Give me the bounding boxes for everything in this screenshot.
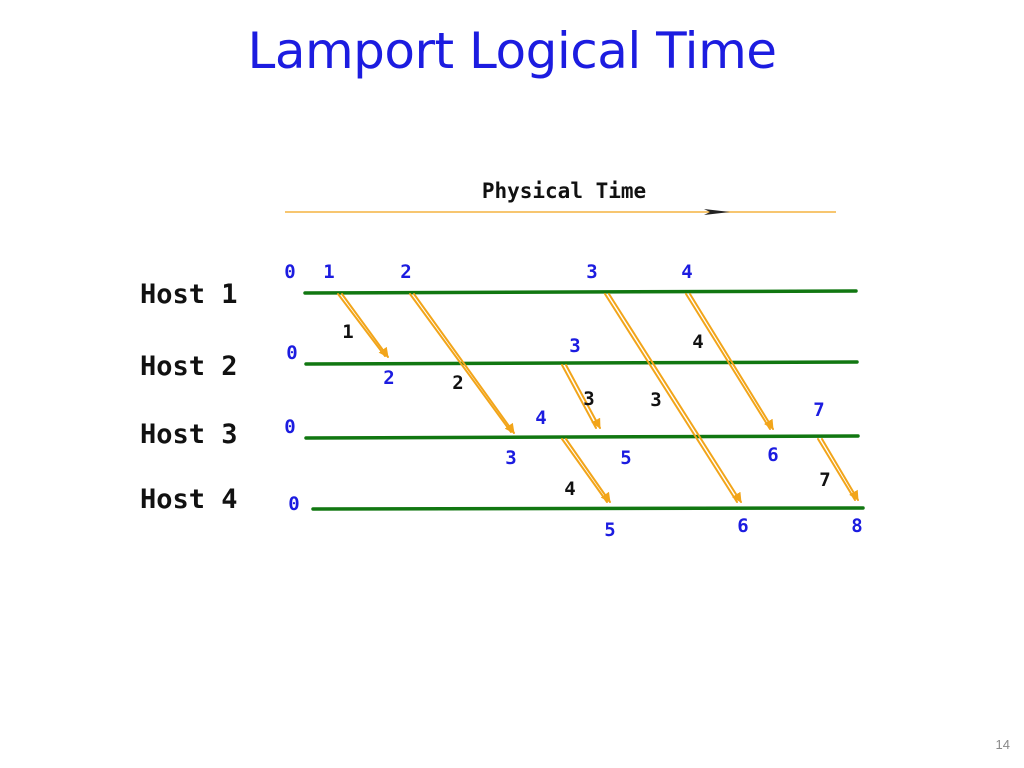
page-number: 14 bbox=[995, 737, 1010, 752]
message-arrow bbox=[817, 438, 859, 501]
physical-time-label: Physical Time bbox=[482, 179, 646, 203]
message-arrow bbox=[561, 364, 601, 429]
host-3-timeline bbox=[304, 434, 860, 440]
slide-title: Lamport Logical Time bbox=[247, 22, 777, 80]
event-clock: 7 bbox=[813, 399, 824, 421]
host-label-3: Host 3 bbox=[140, 419, 238, 450]
event-clock: 6 bbox=[767, 444, 778, 466]
host-2-timeline bbox=[304, 360, 859, 366]
message-arrow bbox=[685, 293, 774, 430]
event-clock: 3 bbox=[586, 261, 597, 283]
message-timestamp: 3 bbox=[650, 389, 661, 411]
host-4-timeline bbox=[311, 506, 865, 511]
event-clock: 3 bbox=[505, 447, 516, 469]
initial-clock-host-1: 0 bbox=[284, 261, 295, 283]
message-timestamp: 7 bbox=[819, 469, 830, 491]
message-arrow bbox=[561, 438, 611, 503]
message-arrow bbox=[604, 293, 742, 503]
host-1-timeline bbox=[303, 289, 858, 295]
event-clock: 4 bbox=[681, 261, 692, 283]
host-label-1: Host 1 bbox=[140, 279, 238, 310]
message-arrow bbox=[337, 293, 389, 358]
event-clock: 5 bbox=[604, 519, 615, 541]
event-clock: 4 bbox=[535, 407, 546, 429]
initial-clock-host-4: 0 bbox=[288, 493, 299, 515]
event-clock: 3 bbox=[569, 335, 580, 357]
message-timestamp: 4 bbox=[692, 331, 703, 353]
event-clock: 6 bbox=[737, 515, 748, 537]
initial-clock-host-2: 0 bbox=[286, 342, 297, 364]
host-label-2: Host 2 bbox=[140, 351, 238, 382]
event-clock: 5 bbox=[620, 447, 631, 469]
event-clock: 2 bbox=[383, 367, 394, 389]
message-timestamp: 3 bbox=[583, 388, 594, 410]
message-timestamp: 1 bbox=[342, 321, 353, 343]
message-timestamp: 2 bbox=[452, 372, 463, 394]
initial-clock-host-3: 0 bbox=[284, 416, 295, 438]
message-timestamp: 4 bbox=[564, 478, 575, 500]
event-clock: 2 bbox=[400, 261, 411, 283]
event-clock: 8 bbox=[851, 515, 862, 537]
event-clock: 1 bbox=[323, 261, 334, 283]
physical-time-arrowhead bbox=[704, 209, 730, 215]
host-label-4: Host 4 bbox=[140, 484, 238, 515]
message-arrow bbox=[409, 293, 515, 434]
